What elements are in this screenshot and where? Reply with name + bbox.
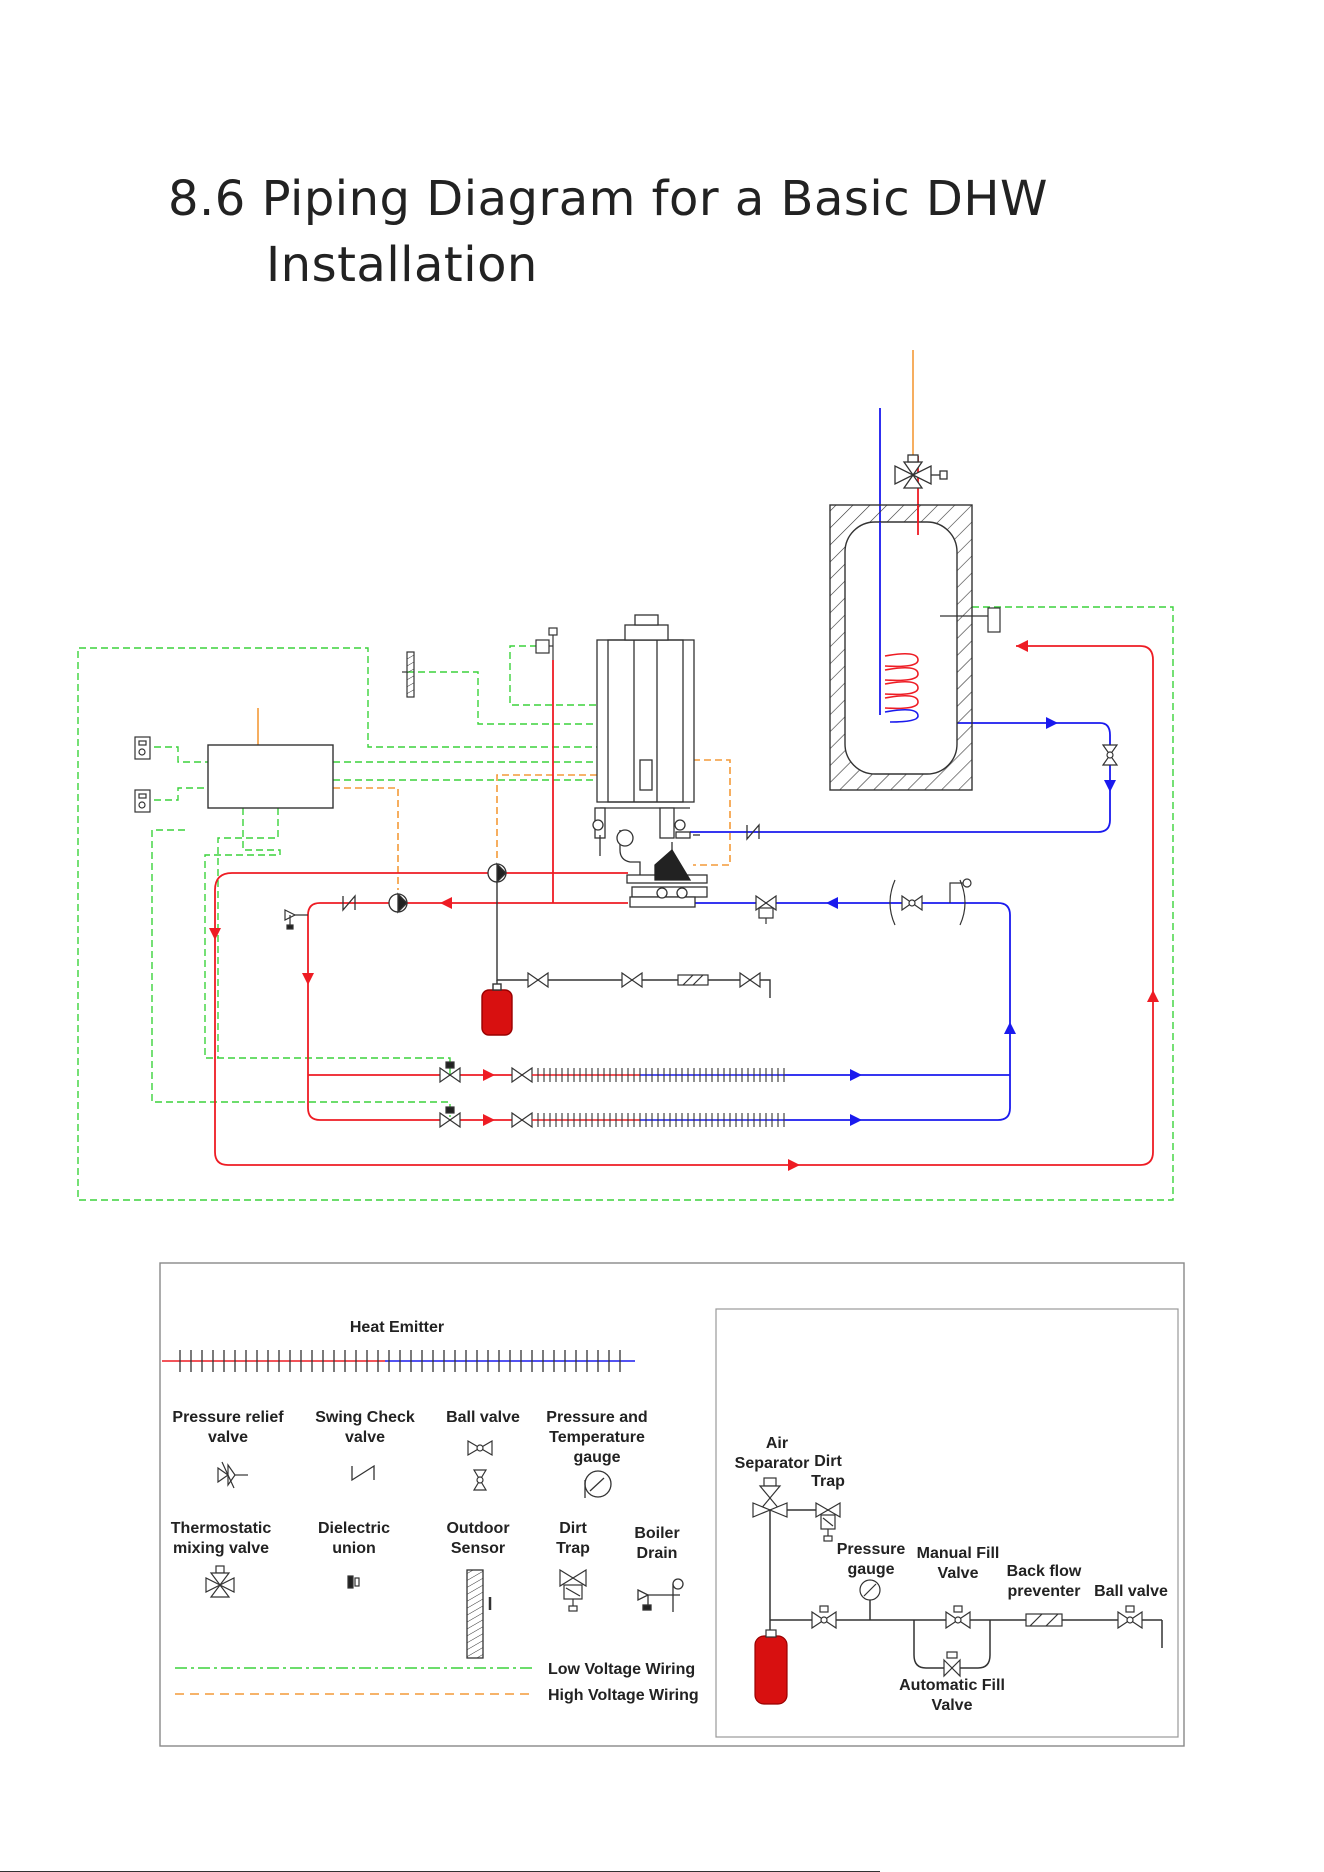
schematic (77, 350, 1174, 1201)
legend-dirt-symbol (559, 1568, 587, 1612)
detail-ball-label: Ball valve (1094, 1583, 1168, 1600)
detail-bfp-label-1: Back flow (1007, 1563, 1082, 1580)
arrow-zone2-in (483, 1114, 495, 1126)
arrow-supply-2 (209, 928, 221, 940)
legend-pt-label-2: Temperature (549, 1429, 645, 1446)
system-pump (388, 892, 408, 914)
detail-mfill-label-1: Manual Fill (917, 1545, 1000, 1562)
legend-drain-label-1: Boiler (634, 1525, 679, 1542)
arrow-loop-return (788, 1159, 800, 1171)
legend-outdoor-symbol (466, 1569, 492, 1659)
legend-dirt-label-1: Dirt (559, 1520, 587, 1537)
legend-heat-emitter-symbol (179, 1350, 621, 1372)
supply-drain (284, 909, 308, 930)
legend-tmv-symbol (205, 1565, 235, 1598)
tank-sensor (987, 607, 1001, 633)
legend-pt-symbol (584, 1470, 612, 1498)
detail-pgauge-label-1: Pressure (837, 1541, 906, 1558)
legend-pt-label-3: gauge (573, 1449, 620, 1466)
legend-dirt-label-2: Trap (556, 1540, 590, 1557)
legend-outdoor-label-2: Sensor (451, 1540, 505, 1557)
controller (207, 744, 334, 809)
page-title-line2: Installation (266, 237, 538, 293)
detail-afill-label-2: Valve (932, 1697, 973, 1714)
detail-air-label-2: Separator (735, 1455, 810, 1472)
boiler-pump (487, 862, 507, 884)
supply-check-valve (342, 894, 356, 912)
expansion-fittings (527, 971, 761, 989)
detail-dirt-label-1: Dirt (814, 1453, 842, 1470)
arrow-coil-down (1104, 780, 1116, 792)
legend-tmv-label-1: Thermostatic (171, 1520, 272, 1537)
detail-mfill-label-2: Valve (938, 1565, 979, 1582)
arrow-coil-in (1016, 640, 1028, 652)
legend-dielectric-label-1: Dielectric (318, 1520, 390, 1537)
legend-check-label-1: Swing Check (315, 1409, 415, 1426)
flow-arrows (209, 640, 1159, 1171)
legend-prv-label-2: valve (208, 1429, 248, 1446)
arrow-zone1-in (483, 1069, 495, 1081)
detail-symbols (752, 1477, 1143, 1705)
arrow-return-up (1004, 1022, 1016, 1034)
detail-pgauge-label-2: gauge (847, 1561, 894, 1578)
detail: Air Separator Dirt Trap Pressure gauge M… (735, 1435, 1168, 1714)
arrow-supply-3 (302, 973, 314, 985)
detail-afill-label-1: Automatic Fill (899, 1677, 1005, 1694)
legend-prv-symbol (217, 1461, 248, 1489)
legend-check-label-2: valve (345, 1429, 385, 1446)
coil-ball-valve (1101, 744, 1119, 766)
page-title-line1: 8.6 Piping Diagram for a Basic DHW (168, 171, 1048, 227)
detail-air-label-1: Air (766, 1435, 788, 1452)
arrow-coil-out (1046, 717, 1058, 729)
legend-dielectric-label-2: union (332, 1540, 376, 1557)
thermostatic-mixing-valve (894, 454, 948, 489)
heat-emitter-zone2 (532, 1113, 785, 1127)
legend-high-voltage-label: High Voltage Wiring (548, 1687, 699, 1704)
arrow-zone1-out (850, 1069, 862, 1081)
return-dirt-trap (755, 894, 777, 924)
thermostat-1 (134, 736, 151, 760)
legend-heat-emitter-label: Heat Emitter (350, 1319, 444, 1336)
coil-check-valve (746, 823, 760, 841)
legend-dielectric-symbol (347, 1575, 360, 1589)
legend-pt-label-1: Pressure and (546, 1409, 647, 1426)
outdoor-sensor (402, 651, 415, 698)
zone-valves (439, 1061, 533, 1129)
legend-low-voltage-label: Low Voltage Wiring (548, 1661, 695, 1678)
legend-ball-label: Ball valve (446, 1409, 520, 1426)
legend-ball-symbol (467, 1439, 493, 1491)
indirect-tank (829, 504, 1001, 791)
arrow-indirect-supply (1147, 990, 1159, 1002)
page-title: 8.6 Piping Diagram for a Basic DHW Insta… (168, 166, 1048, 298)
legend-check-symbol (351, 1464, 375, 1482)
arrow-zone2-out (850, 1114, 862, 1126)
thermostat-2 (134, 789, 151, 813)
return-ball-valve (889, 878, 972, 926)
legend: Heat Emitter Pressure relief valve Swing… (162, 1319, 699, 1704)
expansion-branch (481, 882, 771, 1036)
legend-tmv-label-2: mixing valve (173, 1540, 269, 1557)
high-voltage-wiring (333, 759, 731, 890)
detail-dirt-label-2: Trap (811, 1473, 845, 1490)
arrow-return-main (826, 897, 838, 909)
air-vent (535, 627, 558, 660)
legend-outdoor-label-1: Outdoor (446, 1520, 509, 1537)
tank-coil (884, 652, 919, 723)
boiler (592, 614, 708, 908)
legend-prv-label-1: Pressure relief (172, 1409, 284, 1426)
heat-emitter-zone1 (532, 1068, 785, 1082)
legend-drain-symbol (637, 1578, 684, 1612)
detail-bfp-label-2: preventer (1008, 1583, 1081, 1600)
legend-drain-label-2: Drain (637, 1545, 678, 1562)
arrow-supply-1 (440, 897, 452, 909)
